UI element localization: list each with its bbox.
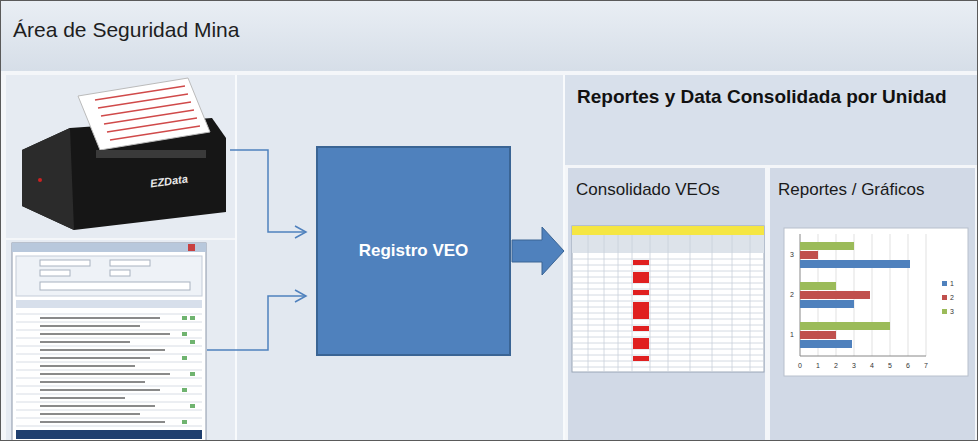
legend-text: 1	[950, 280, 954, 287]
legend-text: 2	[950, 294, 954, 301]
axis-tick: 4	[870, 362, 874, 369]
category-label: 3	[790, 251, 794, 258]
node-heading: Consolidado VEOs	[576, 180, 757, 200]
axis-tick: 1	[816, 362, 820, 369]
legend-swatch	[942, 295, 947, 300]
legend-text: 3	[950, 308, 954, 315]
category-label: 1	[790, 331, 794, 338]
category-label: 2	[790, 291, 794, 298]
software-screenshot	[12, 243, 206, 441]
input-arrow	[207, 150, 306, 350]
node-heading: Área de Seguridad Mina	[13, 18, 965, 42]
sub-panel: Consolidado VEOs	[568, 168, 765, 441]
block-arrow	[512, 227, 564, 275]
scanner-illustration	[22, 78, 226, 230]
spreadsheet-illustration	[572, 226, 764, 372]
axis-tick: 5	[888, 362, 892, 369]
axis-tick: 7	[924, 362, 928, 369]
section-panel: Reportes y Data Consolidada por UnidadCo…	[565, 75, 978, 441]
process-box: Registro VEO	[316, 146, 511, 356]
legend-swatch	[942, 309, 947, 314]
axis-tick: 0	[798, 362, 802, 369]
bar-chart	[784, 228, 968, 376]
node-heading: Reportes y Data Consolidada por Unidad	[577, 84, 966, 110]
axis-tick: 6	[906, 362, 910, 369]
node-heading: Reportes / Gráficos	[778, 180, 965, 200]
sub-panel: Reportes / Gráficos	[770, 168, 973, 441]
legend-swatch	[942, 281, 947, 286]
node-heading: Registro VEO	[359, 241, 469, 261]
axis-tick: 3	[852, 362, 856, 369]
axis-tick: 2	[834, 362, 838, 369]
